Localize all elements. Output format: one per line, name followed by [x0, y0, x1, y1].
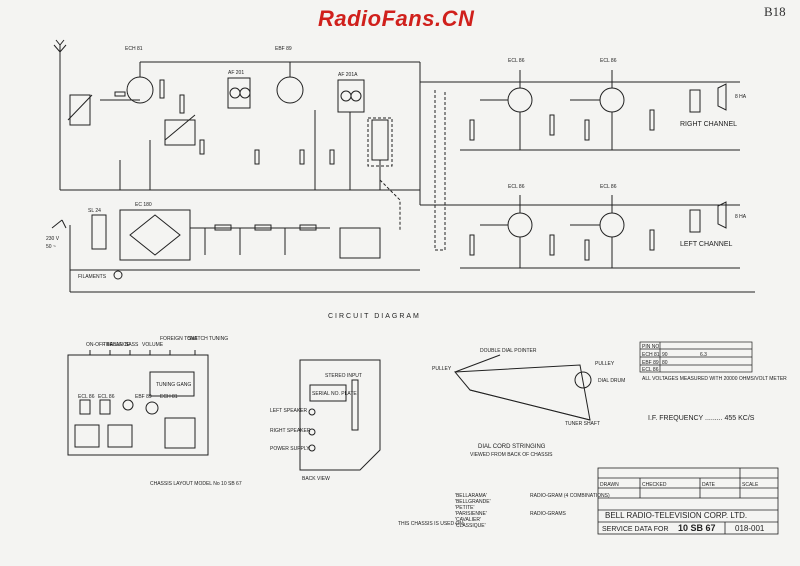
- chassis-layout-caption: CHASSIS LAYOUT MODEL No 10 SB 67: [150, 481, 242, 487]
- tube-label-ecl86-3: ECL 86: [508, 184, 525, 190]
- tube-label-ecl86-4: ECL 86: [600, 184, 617, 190]
- side-serial-plate: SERIAL NO. PLATE: [312, 391, 357, 397]
- speaker-left-label: 8 HA: [735, 214, 747, 220]
- tb-number: 018-001: [735, 524, 765, 533]
- vt-cell-ech81-1: 90: [662, 352, 668, 358]
- if-frequency: I.F. FREQUENCY ......... 455 KC/S: [648, 415, 755, 422]
- chassis-top-label-3: BASS: [125, 342, 139, 348]
- chassis-used-on: THIS CHASSIS IS USED ON:: [398, 521, 464, 527]
- tb-service-data: SERVICE DATA FOR: [602, 526, 669, 533]
- chassis-tube-4: ECH 81: [160, 394, 178, 400]
- dial-cord-subcaption: VIEWED FROM BACK OF CHASSIS: [470, 452, 553, 458]
- side-power-supply: POWER SUPPLY: [270, 446, 310, 452]
- chassis-top-label-2: TREBLE: [103, 342, 123, 348]
- chassis-tube-1: ECL 86: [78, 394, 95, 400]
- tb-model: 10 SB 67: [678, 523, 716, 533]
- if-transformer-1: AF 201: [228, 70, 244, 76]
- model-4: 'PARISIENNE': [455, 511, 487, 517]
- mains-frequency: 50 ~: [46, 244, 56, 250]
- model-6: 'CLASSIQUE': [455, 523, 486, 529]
- vt-row-ebf89: EBF 89: [642, 360, 659, 366]
- page-code: B18: [764, 4, 786, 19]
- if-transformer-2: AF 201A: [338, 72, 358, 78]
- left-channel-label: LEFT CHANNEL: [680, 241, 732, 248]
- chassis-tube-2: ECL 86: [98, 394, 115, 400]
- tube-label-ech81: ECH 81: [125, 46, 143, 52]
- side-stereo-input: STEREO INPUT: [325, 373, 362, 379]
- model-2: 'BELLGRANDE': [455, 499, 491, 505]
- dial-drum-label: DIAL DRUM: [598, 378, 625, 384]
- chassis-top-label-6: SWITCH TUNING: [188, 336, 228, 342]
- right-channel-label: RIGHT CHANNEL: [680, 121, 737, 128]
- tb-company: BELL RADIO-TELEVISION CORP. LTD.: [605, 511, 747, 520]
- dial-pointer-label: DOUBLE DIAL POINTER: [480, 348, 537, 354]
- switch-label: SL 24: [88, 208, 101, 214]
- tb-field-scale: SCALE: [742, 482, 759, 488]
- dial-pulley-left: PULLEY: [432, 366, 452, 372]
- vt-cell-ebf89-1: 80: [662, 360, 668, 366]
- chassis-top-label-1: ON-OFF BALANCE: [86, 342, 131, 348]
- tb-field-checked: CHECKED: [642, 482, 667, 488]
- speaker-right-label: 8 HA: [735, 94, 747, 100]
- voltage-note: ALL VOLTAGES MEASURED WITH 20000 OHMS/VO…: [642, 376, 787, 382]
- tb-field-drawn: DRAWN: [600, 482, 619, 488]
- vt-cell-ech81-6: 6.3: [700, 352, 707, 358]
- back-view-caption: BACK VIEW: [302, 476, 330, 482]
- filaments-label: FILAMENTS: [78, 274, 107, 280]
- model-3: 'PETITE': [455, 505, 474, 511]
- model-type-a: RADIO-GRAM (4 COMBINATIONS): [530, 493, 610, 499]
- dial-pulley-right: PULLEY: [595, 361, 615, 367]
- rectifier-label: EC 180: [135, 202, 152, 208]
- tuner-shaft-label: TUNER SHAFT: [565, 421, 600, 427]
- chassis-tube-3: EBF 89: [135, 394, 152, 400]
- model-5: 'CAVALIER': [455, 517, 481, 523]
- circuit-diagram-title: CIRCUIT DIAGRAM: [328, 313, 421, 320]
- model-1: 'BELLARAMA': [455, 493, 487, 499]
- dial-cord-caption: DIAL CORD STRINGING: [478, 444, 546, 450]
- tube-label-ecl86-2: ECL 86: [600, 58, 617, 64]
- watermark-logo: RadioFans.CN: [318, 6, 475, 31]
- vt-row-ecl86: ECL 86: [642, 367, 659, 373]
- model-type-b: RADIO-GRAMS: [530, 511, 567, 517]
- tube-label-ebf89: EBF 89: [275, 46, 292, 52]
- chassis-top-label-5: FOREIGN TONE: [160, 336, 199, 342]
- mains-voltage: 230 V: [46, 236, 60, 242]
- side-left-speaker: LEFT SPEAKER: [270, 408, 308, 414]
- side-right-speaker: RIGHT SPEAKER: [270, 428, 311, 434]
- chassis-top-label-4: VOLUME: [142, 342, 164, 348]
- tube-label-ecl86-1: ECL 86: [508, 58, 525, 64]
- tb-field-date: DATE: [702, 482, 716, 488]
- tuning-gang-label: TUNING GANG: [156, 382, 191, 388]
- vt-row-ech81: ECH 81: [642, 352, 660, 358]
- vt-header-pin: PIN NO: [642, 344, 659, 350]
